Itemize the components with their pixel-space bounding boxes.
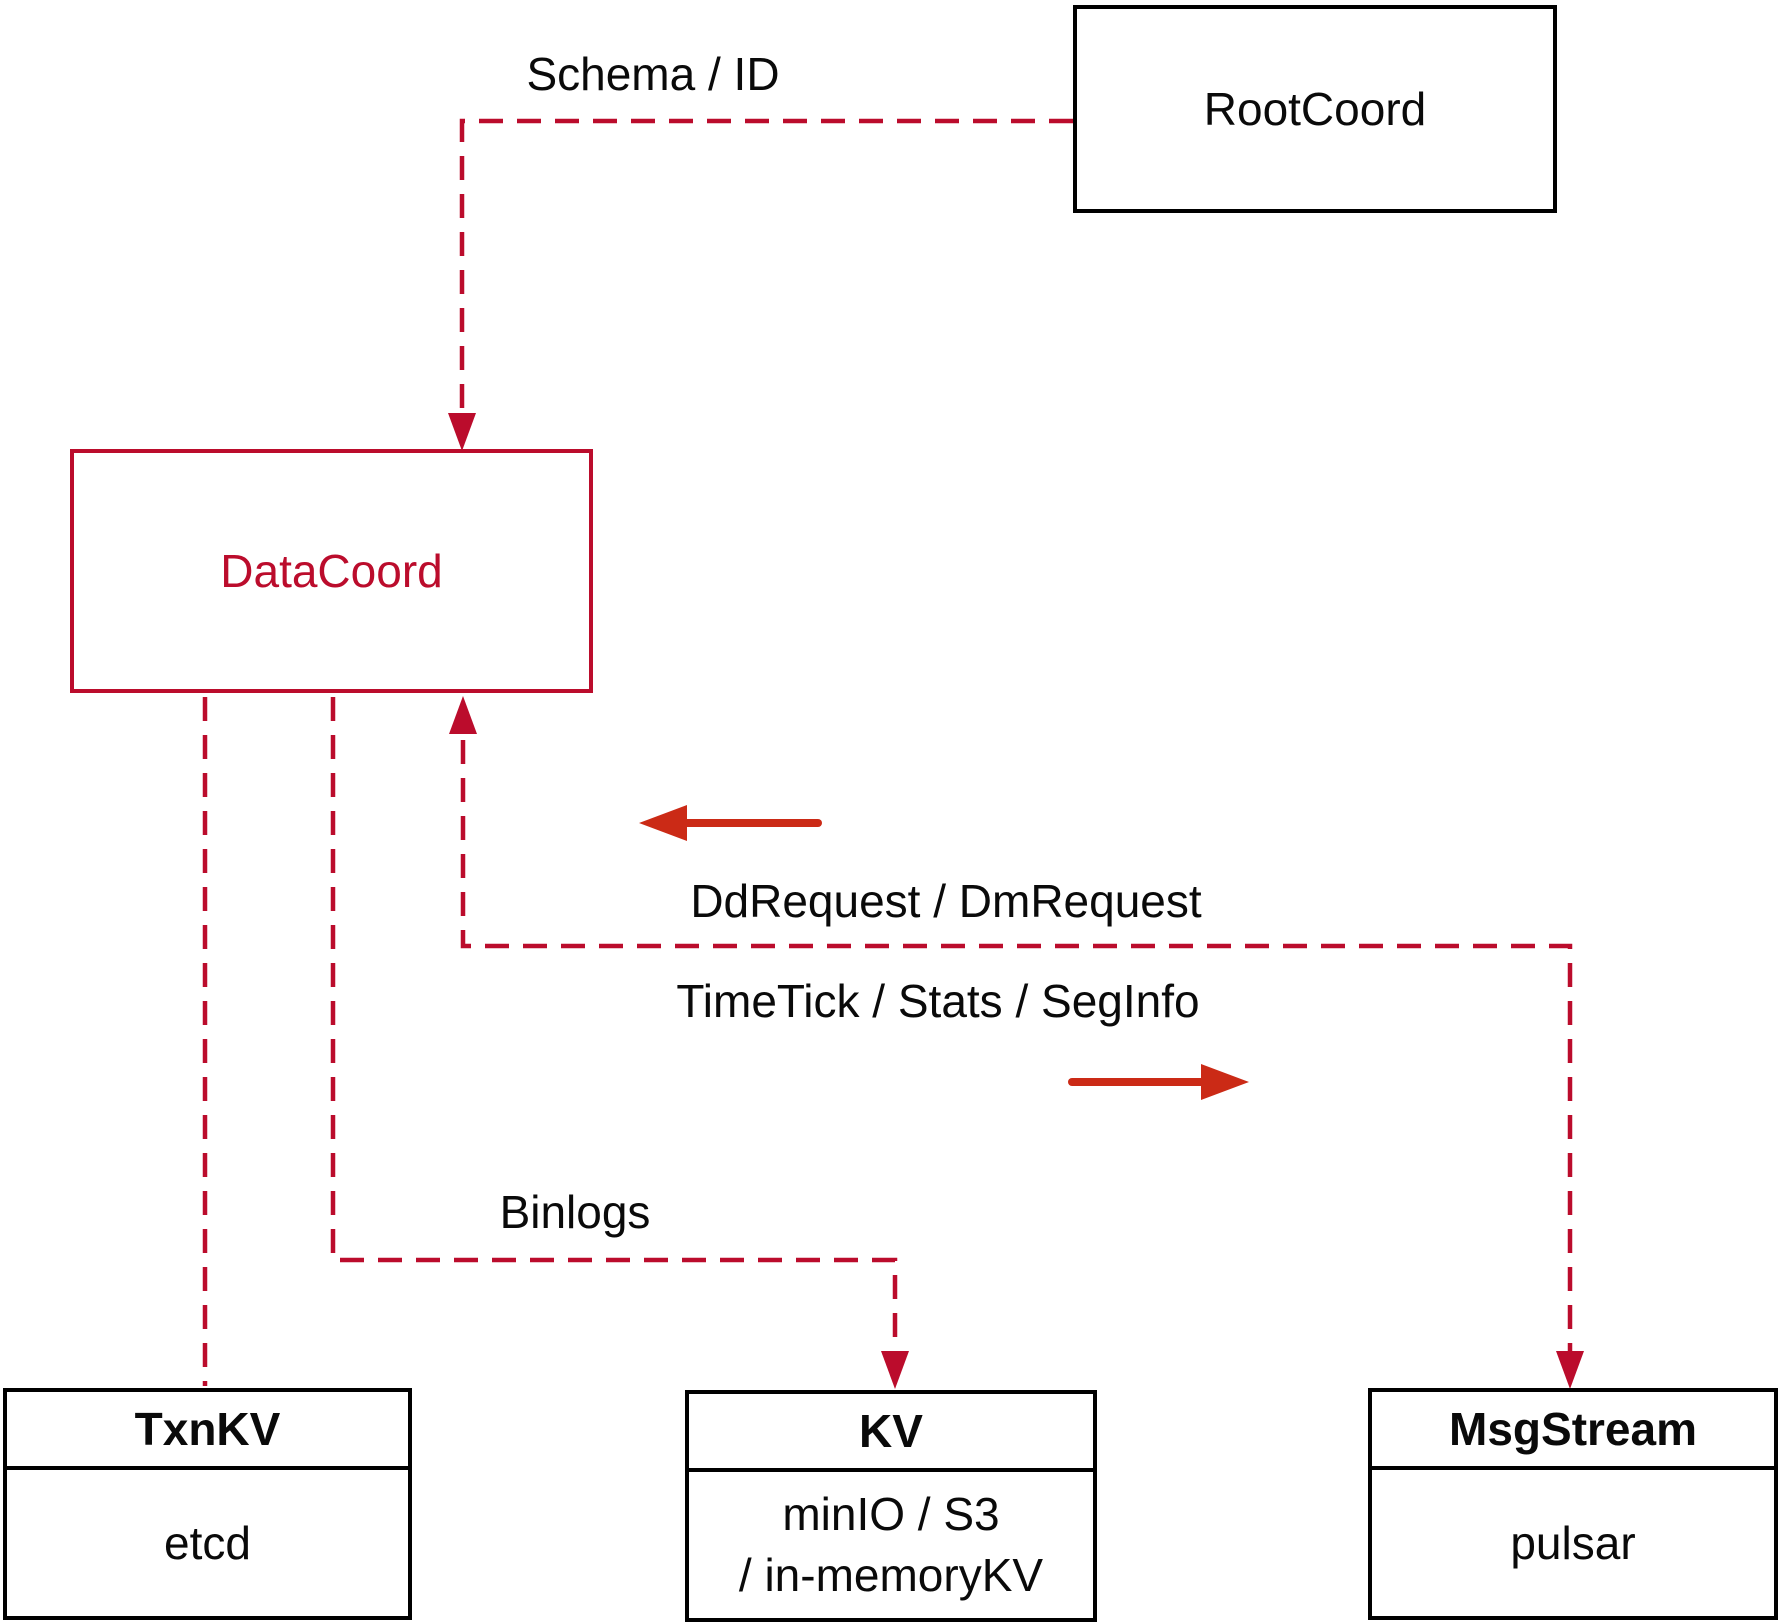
msgstream-title: MsgStream	[1372, 1392, 1774, 1470]
arrowhead-down-into-datacoord-top-icon	[448, 413, 476, 451]
arrowhead-up-into-datacoord-bottom-icon	[449, 696, 477, 734]
kv-title: KV	[689, 1394, 1093, 1472]
timetick-stats-seginfo-edge-label: TimeTick / Stats / SegInfo	[676, 975, 1200, 1027]
rootcoord-node: RootCoord	[1073, 5, 1557, 213]
ddrequest-msgstream-connector	[460, 740, 1573, 1374]
datacoord-label: DataCoord	[220, 545, 443, 597]
txnkv-title: TxnKV	[7, 1392, 408, 1470]
binlogs-edge-label: Binlogs	[499, 1186, 651, 1238]
rightward-flow-arrow-icon	[1068, 1064, 1249, 1100]
schema-id-connector	[459, 118, 1073, 436]
txnkv-body: etcd	[164, 1516, 251, 1569]
schema-id-edge-label: Schema / ID	[526, 48, 780, 100]
binlogs-connector	[330, 697, 898, 1374]
ddrequest-dmrequest-edge-label: DdRequest / DmRequest	[690, 875, 1202, 927]
txnkv-node: TxnKV etcd	[3, 1388, 412, 1620]
msgstream-body: pulsar	[1510, 1516, 1636, 1569]
kv-body-line2: / in-memoryKV	[738, 1549, 1044, 1601]
datacoord-node: DataCoord	[70, 449, 593, 693]
leftward-flow-arrow-icon	[639, 805, 822, 841]
kv-node: KV minIO / S3 / in-memoryKV	[685, 1390, 1097, 1622]
msgstream-node: MsgStream pulsar	[1368, 1388, 1778, 1620]
kv-body: minIO / S3 / in-memoryKV	[689, 1472, 1093, 1618]
arrowhead-down-into-kv-top-icon	[881, 1351, 909, 1389]
kv-body-line1: minIO / S3	[782, 1488, 1000, 1541]
arrowhead-down-into-msgstream-top-icon	[1556, 1351, 1584, 1389]
rootcoord-label: RootCoord	[1203, 83, 1427, 135]
